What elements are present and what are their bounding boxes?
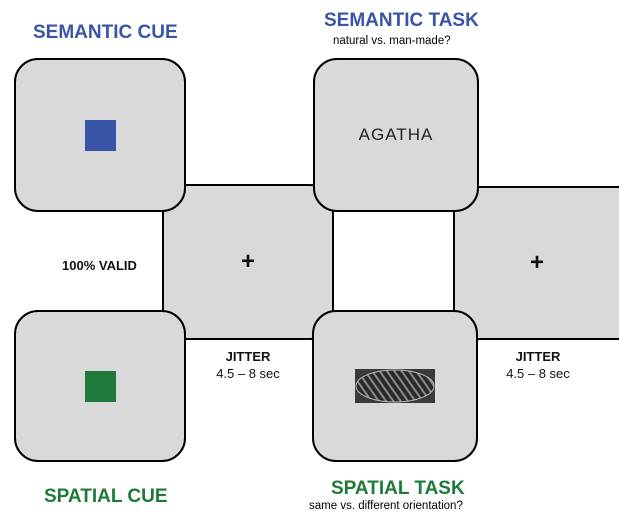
jitter-duration: 4.5 – 8 sec (506, 366, 570, 381)
jitter-label-right: JITTER 4.5 – 8 sec (498, 349, 578, 381)
semantic-task-panel: AGATHA (313, 58, 479, 212)
spatial-task-question: same vs. different orientation? (309, 500, 463, 512)
validity-label: 100% VALID (62, 258, 137, 273)
jitter-panel-right: + (453, 186, 619, 340)
spatial-cue-panel (14, 310, 186, 462)
semantic-cue-title: SEMANTIC CUE (33, 22, 178, 43)
spatial-task-panel (312, 310, 478, 462)
green-square-cue (84, 370, 116, 402)
jitter-label-left: JITTER 4.5 – 8 sec (208, 349, 288, 381)
jitter-title: JITTER (225, 349, 271, 364)
fixation-cross: + (529, 249, 544, 276)
jitter-duration: 4.5 – 8 sec (216, 366, 280, 381)
stimulus-word: AGATHA (358, 125, 434, 144)
spatial-task-title: SPATIAL TASK (331, 478, 465, 499)
striped-ellipse-stimulus (355, 369, 435, 403)
semantic-task-question: natural vs. man-made? (333, 35, 451, 47)
blue-square-cue (84, 119, 116, 151)
semantic-task-title: SEMANTIC TASK (324, 10, 479, 31)
semantic-cue-panel (14, 58, 186, 212)
spatial-cue-title: SPATIAL CUE (44, 486, 168, 507)
jitter-title: JITTER (515, 349, 561, 364)
fixation-cross: + (240, 248, 255, 275)
jitter-panel-left: + (162, 184, 334, 340)
